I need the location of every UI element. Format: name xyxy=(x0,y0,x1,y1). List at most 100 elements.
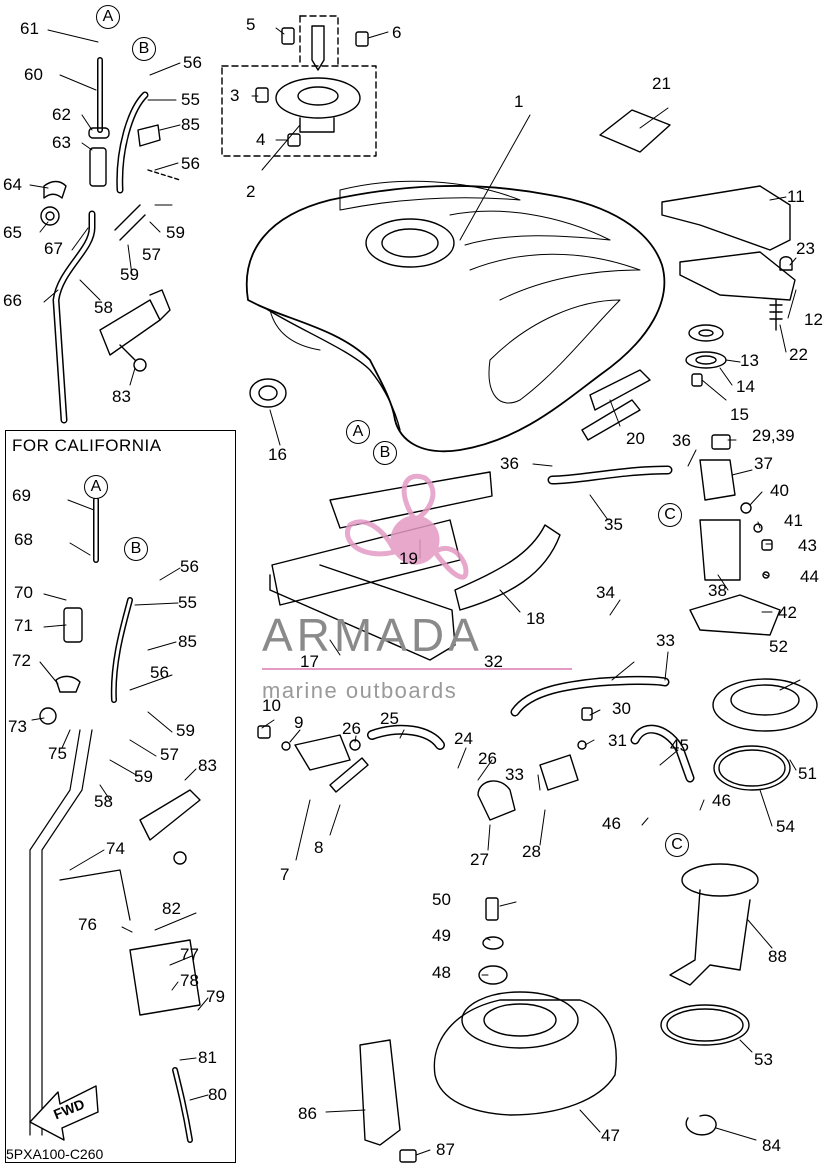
part-callout[interactable]: 53 xyxy=(754,1050,773,1069)
ref-circle-a-top[interactable]: A xyxy=(96,5,120,29)
part-callout[interactable]: 68 xyxy=(14,530,33,549)
part-callout[interactable]: 72 xyxy=(12,651,31,670)
part-callout[interactable]: 3 xyxy=(230,86,240,105)
part-callout[interactable]: 69 xyxy=(12,486,31,505)
part-callout[interactable]: 59 xyxy=(134,767,153,786)
ref-circle-a-tank[interactable]: A xyxy=(346,420,370,444)
part-callout[interactable]: 36 xyxy=(672,431,691,450)
part-callout[interactable]: 8 xyxy=(314,838,324,857)
part-callout[interactable]: 18 xyxy=(526,609,545,628)
part-callout[interactable]: 48 xyxy=(432,963,451,982)
part-callout[interactable]: 14 xyxy=(736,377,755,396)
part-callout[interactable]: 51 xyxy=(798,764,817,783)
part-callout[interactable]: 84 xyxy=(762,1136,781,1155)
ref-circle-b-top[interactable]: B xyxy=(132,37,156,61)
part-callout[interactable]: 1 xyxy=(514,92,524,111)
part-callout[interactable]: 12 xyxy=(804,310,823,329)
part-callout[interactable]: 43 xyxy=(798,536,817,555)
part-callout[interactable]: 77 xyxy=(180,945,199,964)
part-callout[interactable]: 70 xyxy=(14,583,33,602)
part-callout[interactable]: 56 xyxy=(181,154,200,173)
part-callout[interactable]: 24 xyxy=(454,729,473,748)
part-callout[interactable]: 10 xyxy=(262,696,281,715)
part-callout[interactable]: 63 xyxy=(52,133,71,152)
part-callout[interactable]: 52 xyxy=(769,637,788,656)
part-callout[interactable]: 60 xyxy=(24,65,43,84)
part-callout[interactable]: 6 xyxy=(392,23,402,42)
part-callout[interactable]: 85 xyxy=(181,115,200,134)
part-callout[interactable]: 21 xyxy=(652,74,671,93)
part-callout[interactable]: 86 xyxy=(298,1104,317,1123)
part-callout[interactable]: 30 xyxy=(612,699,631,718)
part-callout[interactable]: 45 xyxy=(670,736,689,755)
part-callout[interactable]: 64 xyxy=(3,175,22,194)
part-callout[interactable]: 76 xyxy=(78,915,97,934)
part-callout[interactable]: 5 xyxy=(246,15,256,34)
part-callout[interactable]: 88 xyxy=(768,947,787,966)
part-callout[interactable]: 47 xyxy=(601,1126,620,1145)
part-callout[interactable]: 34 xyxy=(596,583,615,602)
part-callout[interactable]: 54 xyxy=(776,817,795,836)
part-callout[interactable]: 58 xyxy=(94,298,113,317)
ref-circle-c-pump[interactable]: C xyxy=(658,503,682,527)
part-callout[interactable]: 61 xyxy=(20,19,39,38)
part-callout[interactable]: 49 xyxy=(432,926,451,945)
part-callout[interactable]: 80 xyxy=(208,1085,227,1104)
part-callout[interactable]: 44 xyxy=(800,567,819,586)
part-callout[interactable]: 25 xyxy=(380,709,399,728)
part-callout[interactable]: 75 xyxy=(48,744,67,763)
part-callout[interactable]: 42 xyxy=(778,603,797,622)
part-callout[interactable]: 32 xyxy=(484,652,503,671)
ref-circle-a-california[interactable]: A xyxy=(84,475,108,499)
part-callout[interactable]: 36 xyxy=(500,454,519,473)
part-callout[interactable]: 28 xyxy=(522,842,541,861)
part-callout[interactable]: 50 xyxy=(432,890,451,909)
part-callout[interactable]: 33 xyxy=(505,765,524,784)
part-callout[interactable]: 83 xyxy=(198,756,217,775)
part-callout[interactable]: 62 xyxy=(52,105,71,124)
part-callout[interactable]: 2 xyxy=(246,182,256,201)
part-callout[interactable]: 59 xyxy=(176,721,195,740)
part-callout[interactable]: 38 xyxy=(708,581,727,600)
part-callout[interactable]: 15 xyxy=(730,405,749,424)
ref-circle-c-sender[interactable]: C xyxy=(665,833,689,857)
part-callout[interactable]: 20 xyxy=(626,429,645,448)
part-callout[interactable]: 57 xyxy=(142,245,161,264)
ref-circle-b-california[interactable]: B xyxy=(124,537,148,561)
part-callout[interactable]: 29,39 xyxy=(752,426,795,445)
part-callout[interactable]: 74 xyxy=(106,839,125,858)
part-callout[interactable]: 13 xyxy=(740,351,759,370)
part-callout[interactable]: 56 xyxy=(183,53,202,72)
part-callout[interactable]: 26 xyxy=(478,749,497,768)
part-callout[interactable]: 16 xyxy=(268,445,287,464)
part-callout[interactable]: 56 xyxy=(150,663,169,682)
part-callout[interactable]: 81 xyxy=(198,1048,217,1067)
part-callout[interactable]: 46 xyxy=(602,814,621,833)
part-callout[interactable]: 56 xyxy=(180,557,199,576)
part-callout[interactable]: 4 xyxy=(256,130,266,149)
ref-circle-b-tank[interactable]: B xyxy=(373,441,397,465)
part-callout[interactable]: 26 xyxy=(342,719,361,738)
part-callout[interactable]: 82 xyxy=(162,899,181,918)
part-callout[interactable]: 85 xyxy=(178,632,197,651)
part-callout[interactable]: 87 xyxy=(436,1140,455,1159)
part-callout[interactable]: 66 xyxy=(3,291,22,310)
part-callout[interactable]: 55 xyxy=(181,90,200,109)
part-callout[interactable]: 71 xyxy=(14,616,33,635)
part-callout[interactable]: 35 xyxy=(604,515,623,534)
part-callout[interactable]: 73 xyxy=(8,717,27,736)
part-callout[interactable]: 79 xyxy=(206,987,225,1006)
part-callout[interactable]: 7 xyxy=(280,865,290,884)
part-callout[interactable]: 57 xyxy=(160,745,179,764)
part-callout[interactable]: 22 xyxy=(789,345,808,364)
part-callout[interactable]: 41 xyxy=(784,511,803,530)
part-callout[interactable]: 58 xyxy=(94,792,113,811)
part-callout[interactable]: 27 xyxy=(470,850,489,869)
part-callout[interactable]: 46 xyxy=(712,791,731,810)
part-callout[interactable]: 83 xyxy=(112,387,131,406)
part-callout[interactable]: 59 xyxy=(166,223,185,242)
part-callout[interactable]: 65 xyxy=(3,223,22,242)
part-callout[interactable]: 19 xyxy=(399,549,418,568)
part-callout[interactable]: 23 xyxy=(796,239,815,258)
part-callout[interactable]: 31 xyxy=(608,731,627,750)
